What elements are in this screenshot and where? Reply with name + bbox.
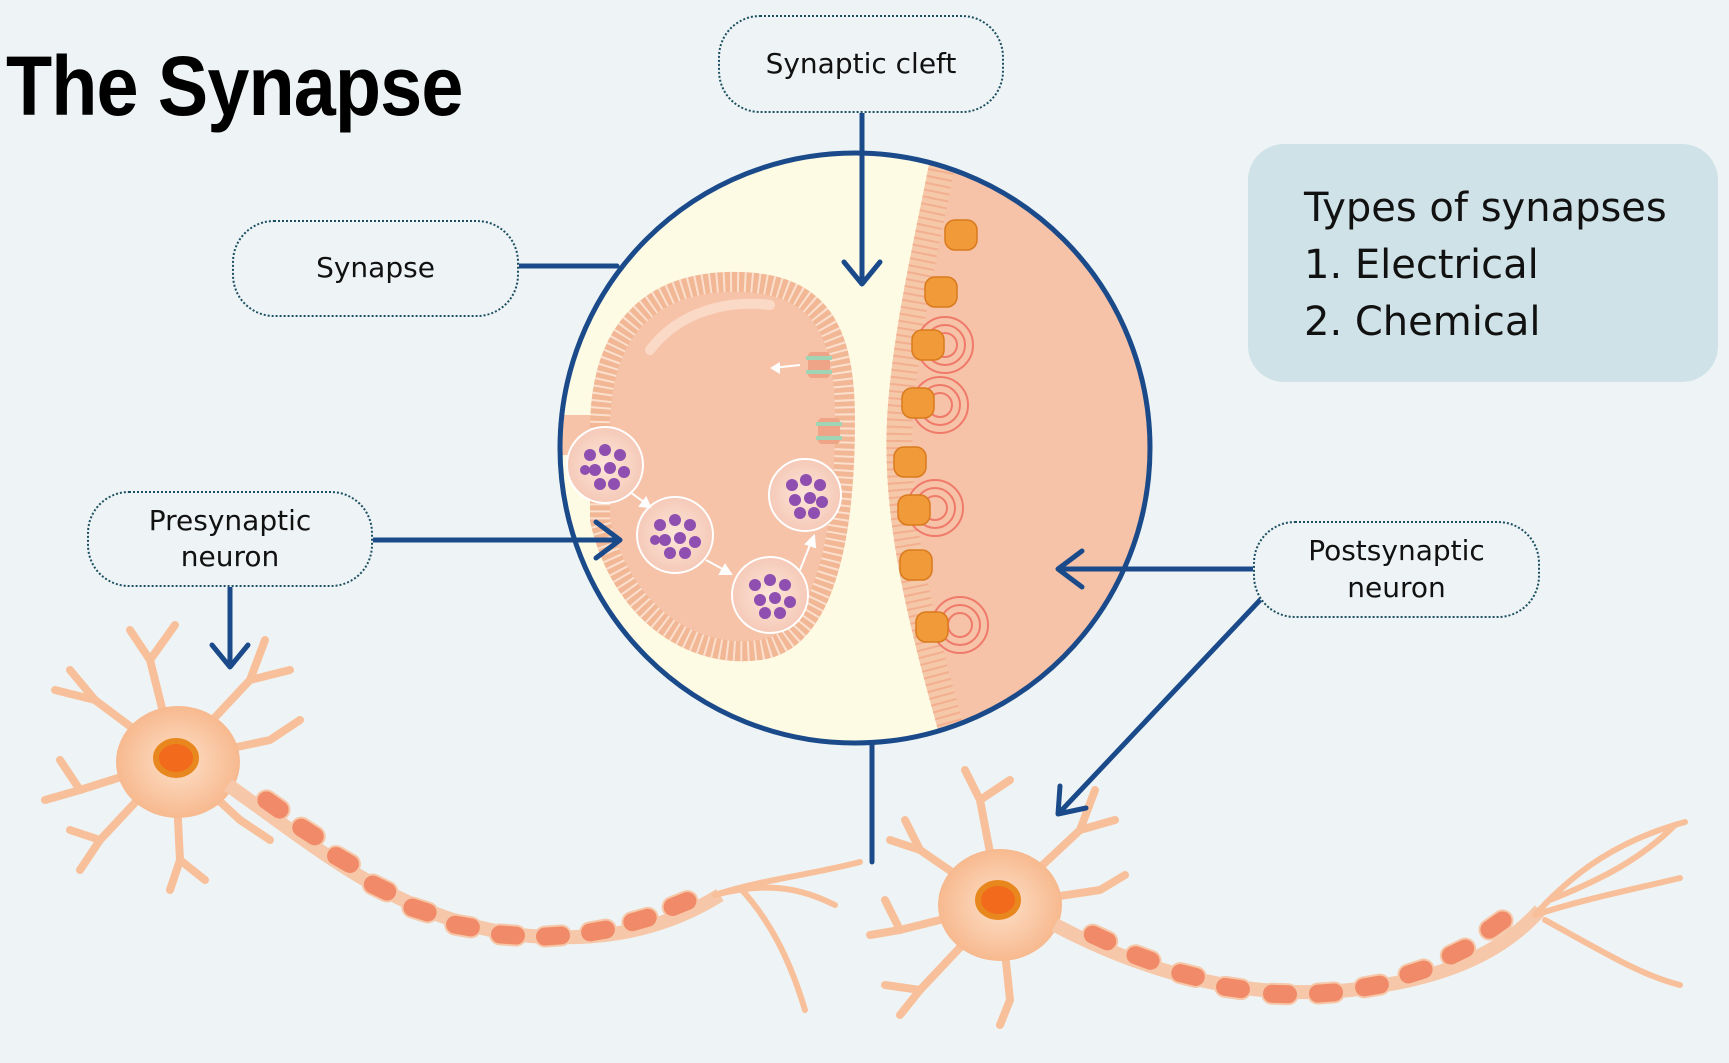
types-item-chemical: 2. Chemical (1304, 299, 1541, 345)
postsynaptic-down-arrow (1055, 595, 1265, 817)
receptors (893, 219, 989, 654)
page-title: The Synapse (6, 39, 463, 133)
postsynaptic-text-line2: neuron (1347, 570, 1446, 604)
connector-arrows (209, 109, 1265, 865)
synaptic-cleft-label: Synaptic cleft (718, 15, 1004, 113)
postsynaptic-text-line1: Postsynaptic (1308, 534, 1485, 568)
presynaptic-nucleus (153, 738, 199, 778)
presynaptic-text-line1: Presynaptic (148, 503, 312, 537)
ion-channels (770, 352, 842, 444)
synapse-zoom-circle (557, 150, 1153, 746)
synaptic-cleft-arrow (841, 109, 883, 287)
postsynaptic-neuron-illustration (866, 766, 1688, 1029)
presynaptic-down-arrow (209, 585, 251, 670)
synaptic-cleft-text: Synaptic cleft (765, 46, 957, 80)
zoom-circle-border (557, 150, 1153, 746)
types-of-synapses-box: Types of synapses 1. Electrical 2. Chemi… (1248, 144, 1718, 382)
types-item-electrical: 1. Electrical (1304, 242, 1539, 288)
synapse-text: Synapse (316, 251, 435, 285)
presynaptic-neuron-illustration (41, 621, 863, 1013)
presynaptic-text-line2: neuron (180, 540, 280, 573)
synapse-label: Synapse (232, 220, 519, 317)
synaptic-vesicles (566, 426, 842, 634)
postsynaptic-nucleus (975, 880, 1021, 920)
presynaptic-myelin (255, 789, 699, 948)
types-heading: Types of synapses (1304, 185, 1667, 231)
postsynaptic-to-circle-arrow (1055, 548, 1255, 590)
presynaptic-neuron-label: Presynaptic neuron (87, 491, 373, 587)
presynaptic-to-circle-arrow (369, 519, 623, 561)
postsynaptic-myelin (1081, 909, 1514, 1006)
postsynaptic-neuron-label: Postsynaptic neuron (1253, 521, 1540, 618)
